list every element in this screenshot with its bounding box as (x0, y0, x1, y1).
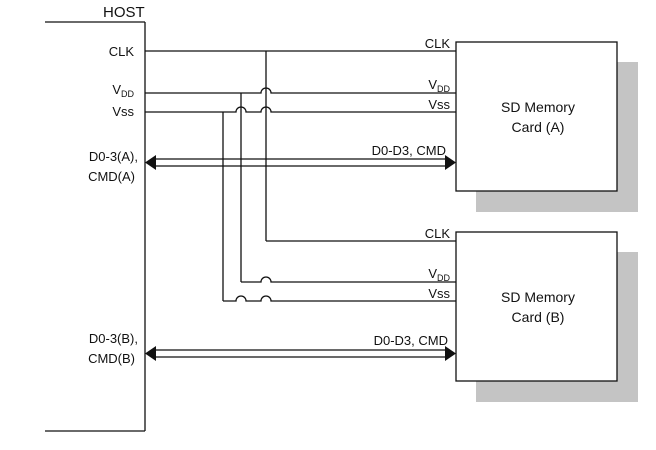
card-b-clk-label: CLK (425, 226, 451, 241)
card-b-title-line1: SD Memory (501, 289, 575, 305)
host-vdd-label: VDD (112, 82, 134, 99)
host-data-b-label-line1: D0-3(B), (89, 331, 138, 346)
host-data-a-label-line2: CMD(A) (88, 169, 135, 184)
card-b-bus-label: D0-D3, CMD (374, 333, 448, 348)
vdd-wire-b (241, 276, 456, 283)
card-a-wires (145, 50, 456, 113)
card-a-block: SD Memory Card (A) (455, 41, 638, 212)
data-bus-a-lines (154, 158, 448, 167)
data-bus-a: D0-D3, CMD (145, 143, 456, 170)
data-bus-b-lines (154, 349, 448, 358)
card-b-vss-label: Vss (428, 286, 450, 301)
data-bus-b-right-arrowhead (445, 346, 456, 361)
card-b-wires (223, 240, 456, 302)
data-bus-b: D0-D3, CMD (145, 333, 456, 361)
vss-wire-a (145, 106, 456, 113)
card-b-vdd-label: VDD (428, 266, 450, 283)
card-a-bus-label: D0-D3, CMD (372, 143, 446, 158)
card-a-vdd-label: VDD (428, 77, 450, 94)
card-b-box (455, 231, 618, 382)
card-a-title-line2: Card (A) (512, 119, 565, 135)
card-a-clk-label: CLK (425, 36, 451, 51)
vdd-wire-a (145, 87, 456, 94)
host-block: HOST CLK VDD Vss D0-3(A), CMD(A) D0-3(B)… (45, 4, 146, 432)
host-vss-label: Vss (112, 104, 134, 119)
card-a-vss-label: Vss (428, 97, 450, 112)
data-bus-a-left-arrowhead (145, 155, 156, 170)
card-b-title-line2: Card (B) (512, 309, 565, 325)
host-clk-label: CLK (109, 44, 135, 59)
card-b-block: SD Memory Card (B) (455, 231, 638, 402)
card-a-title-line1: SD Memory (501, 99, 575, 115)
vertical-drops (222, 51, 267, 301)
data-bus-a-right-arrowhead (445, 155, 456, 170)
data-bus-b-left-arrowhead (145, 346, 156, 361)
host-title: HOST (103, 4, 145, 21)
card-a-box (455, 41, 618, 192)
vss-wire-b (223, 295, 456, 302)
host-data-a-label-line1: D0-3(A), (89, 149, 138, 164)
host-data-b-label-line2: CMD(B) (88, 351, 135, 366)
